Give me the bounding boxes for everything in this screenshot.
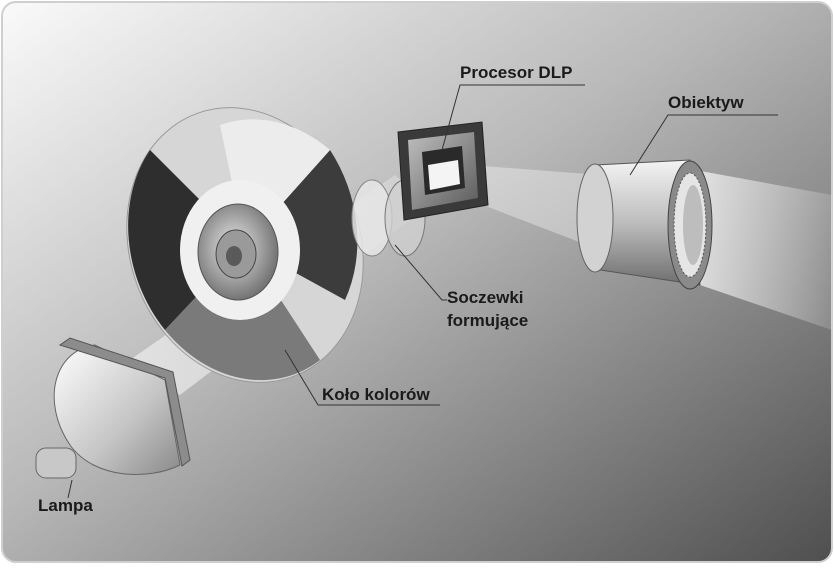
color-wheel <box>126 107 364 383</box>
light-beam-output <box>695 170 832 330</box>
label-lenses-line1: Soczewki <box>447 288 524 307</box>
lamp <box>35 337 191 479</box>
label-color-wheel: Koło kolorów <box>322 385 430 404</box>
label-processor: Procesor DLP <box>460 63 572 82</box>
dlp-processor <box>397 121 489 221</box>
label-lamp: Lampa <box>38 496 93 515</box>
label-objective: Obiektyw <box>668 93 744 112</box>
objective-lens <box>576 159 713 290</box>
light-beam-internal <box>470 165 600 250</box>
label-lenses-line2: formujące <box>447 311 528 330</box>
leader-lines <box>67 84 778 499</box>
